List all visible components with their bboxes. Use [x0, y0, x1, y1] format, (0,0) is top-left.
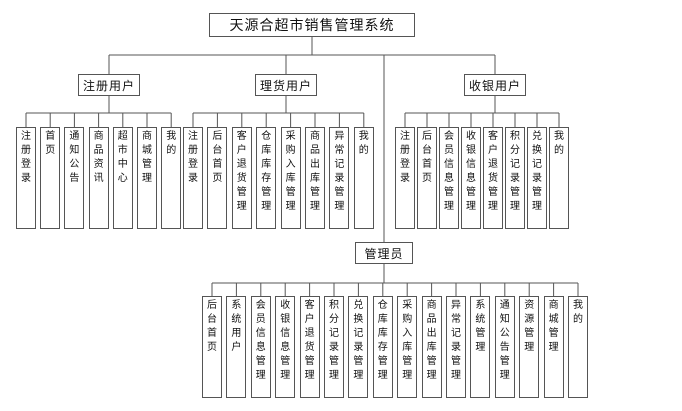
leaf-node-admin-12: 通知公告管理: [494, 296, 515, 398]
leaf-label: 会员信息管理: [255, 300, 266, 381]
leaf-node-cash-4: 客户退货管理: [483, 127, 503, 229]
leaf-node-admin-4: 客户退货管理: [299, 296, 320, 398]
leaf-label: 首页: [45, 131, 56, 156]
leaf-label: 客户退货管理: [488, 131, 498, 212]
leaf-label: 异常记录管理: [334, 131, 345, 212]
leaf-node-cash-1: 后台首页: [417, 127, 437, 229]
leaf-label: 积分记录管理: [329, 300, 339, 381]
leaf-node-mgr-3: 仓库库存管理: [256, 127, 277, 229]
leaf-node-cash-7: 我的: [549, 127, 569, 229]
leaf-label: 后台首页: [212, 131, 223, 184]
leaf-node-reg-3: 商品资讯: [88, 127, 109, 229]
leaf-label: 注册登录: [188, 131, 198, 184]
leaf-label: 商品出库管理: [426, 300, 437, 381]
leaf-node-admin-14: 商城管理: [543, 296, 564, 398]
leaf-node-admin-8: 采购入库管理: [397, 296, 418, 398]
leaf-label: 后台首页: [422, 131, 432, 184]
leaf-label: 兑换记录管理: [532, 131, 542, 212]
leaf-label: 商城管理: [548, 300, 559, 353]
group-label: 管理员: [364, 246, 404, 261]
leaf-node-cash-6: 兑换记录管理: [527, 127, 547, 229]
group-node-stock-user: 理货用户: [255, 74, 317, 96]
leaf-label: 收银信息管理: [466, 131, 476, 212]
leaf-label: 仓库库存管理: [261, 131, 272, 212]
leaf-node-reg-6: 我的: [161, 127, 182, 229]
leaf-label: 会员信息管理: [444, 131, 454, 212]
leaf-label: 注册登录: [21, 131, 31, 184]
leaf-node-admin-3: 收银信息管理: [275, 296, 296, 398]
leaf-node-admin-0: 后台首页: [202, 296, 222, 398]
leaf-label: 兑换记录管理: [353, 300, 364, 381]
group-label: 收银用户: [468, 78, 521, 93]
leaf-node-admin-15: 我的: [568, 296, 588, 398]
leaf-label: 系统用户: [231, 300, 242, 353]
leaf-label: 我的: [166, 131, 177, 156]
leaf-node-reg-1: 首页: [40, 127, 61, 229]
leaf-node-cash-0: 注册登录: [395, 127, 415, 229]
leaf-label: 超市中心: [117, 131, 128, 184]
leaf-node-mgr-7: 我的: [353, 127, 374, 229]
leaf-node-cash-3: 收银信息管理: [461, 127, 481, 229]
leaf-node-admin-11: 系统管理: [470, 296, 491, 398]
leaf-node-admin-13: 资源管理: [519, 296, 540, 398]
leaf-label: 资源管理: [524, 300, 535, 353]
leaf-label: 商品资讯: [93, 131, 104, 184]
leaf-label: 收银信息管理: [280, 300, 291, 381]
leaf-node-mgr-1: 后台首页: [207, 127, 228, 229]
leaf-label: 采购入库管理: [285, 131, 296, 212]
leaf-node-admin-9: 商品出库管理: [421, 296, 442, 398]
leaf-node-cash-2: 会员信息管理: [439, 127, 459, 229]
leaf-node-cash-5: 积分记录管理: [505, 127, 525, 229]
root-title: 天源合超市销售管理系统: [229, 18, 395, 34]
leaf-node-mgr-0: 注册登录: [183, 127, 203, 229]
leaf-label: 后台首页: [207, 300, 217, 353]
leaf-label: 商城管理: [142, 131, 152, 184]
leaf-label: 客户退货管理: [304, 300, 315, 381]
group-label: 理货用户: [259, 78, 312, 93]
leaf-node-mgr-6: 异常记录管理: [329, 127, 350, 229]
leaf-label: 客户退货管理: [236, 131, 247, 212]
group-label: 注册用户: [82, 78, 135, 93]
leaf-label: 商品出库管理: [310, 131, 320, 212]
leaf-node-reg-2: 通知公告: [64, 127, 85, 229]
group-node-admin: 管理员: [355, 242, 413, 264]
leaf-label: 我的: [358, 131, 369, 156]
leaf-node-reg-4: 超市中心: [112, 127, 133, 229]
leaf-node-admin-7: 仓库库存管理: [372, 296, 393, 398]
leaf-label: 仓库库存管理: [377, 300, 388, 381]
leaf-node-admin-5: 积分记录管理: [324, 296, 344, 398]
leaf-label: 我的: [573, 300, 583, 325]
root-node: 天源合超市销售管理系统: [209, 13, 415, 37]
leaf-node-mgr-2: 客户退货管理: [231, 127, 252, 229]
leaf-label: 异常记录管理: [451, 300, 461, 381]
leaf-label: 通知公告管理: [499, 300, 510, 381]
leaf-label: 积分记录管理: [510, 131, 520, 212]
leaf-node-admin-6: 兑换记录管理: [348, 296, 369, 398]
leaf-label: 注册登录: [400, 131, 410, 184]
leaf-label: 采购入库管理: [402, 300, 413, 381]
leaf-node-admin-1: 系统用户: [226, 296, 247, 398]
leaf-node-admin-2: 会员信息管理: [250, 296, 271, 398]
leaf-node-reg-0: 注册登录: [16, 127, 36, 229]
leaf-label: 通知公告: [69, 131, 80, 184]
leaf-node-admin-10: 异常记录管理: [446, 296, 466, 398]
leaf-label: 我的: [554, 131, 564, 156]
group-node-registered-user: 注册用户: [78, 74, 140, 96]
leaf-node-mgr-4: 采购入库管理: [280, 127, 301, 229]
leaf-label: 系统管理: [475, 300, 486, 353]
leaf-node-reg-5: 商城管理: [137, 127, 157, 229]
leaf-node-mgr-5: 商品出库管理: [305, 127, 325, 229]
group-node-cashier-user: 收银用户: [464, 74, 526, 96]
